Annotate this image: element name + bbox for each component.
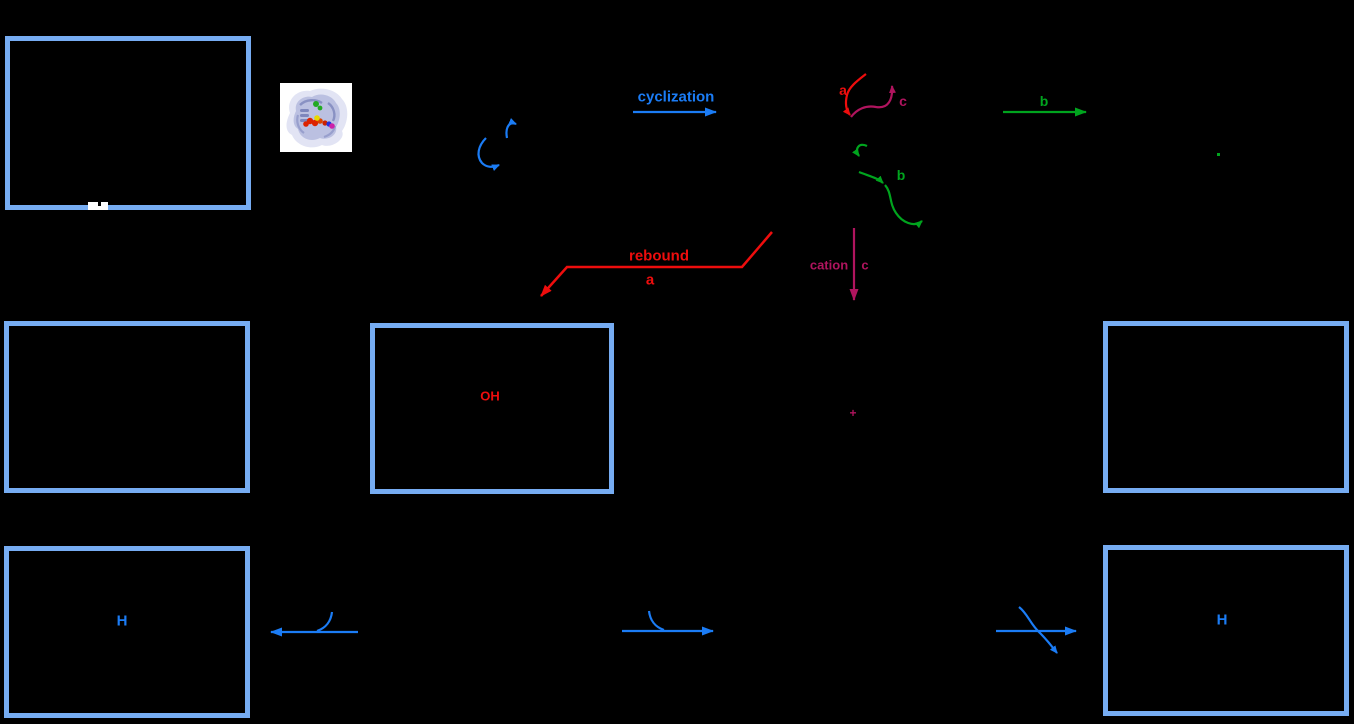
artifact-notch [98,202,101,206]
h-atom-left-label: H [116,612,128,630]
cyclization-label: cyclization [637,88,715,106]
box-top-left-intermediate [5,36,251,210]
box-middle-left-product [4,321,250,493]
path-c-label: c [899,93,907,109]
bottom-left-curl [316,611,334,633]
path-a-curl-arrow [842,73,867,116]
bottom-right-s-curl [1018,606,1058,654]
box-bottom-left-product [4,546,250,718]
carbocation-plus-label: + [849,406,857,420]
white-label-artifact [88,202,108,210]
path-b-hook-arrow [852,143,868,157]
oh-group-label: OH [480,388,500,404]
cation-c-label: c [861,257,869,273]
substrate-curl-arrow-2 [477,137,500,171]
substrate-curl-arrow-1 [505,118,517,139]
path-b-curl-arrow-2 [884,184,923,229]
path-c-curl-arrow [850,85,896,118]
rebound-label: rebound [629,247,689,265]
bottom-middle-curl [647,610,665,632]
box-middle-right-product [1103,321,1349,493]
cation-label: cation [809,257,849,273]
protein-structure-image [280,83,352,152]
green-speck [1217,153,1220,156]
path-b-curl-arrow-1 [858,170,884,184]
path-a-label: a [839,82,847,98]
h-atom-right-label: H [1216,611,1228,629]
box-middle-center-product [370,323,614,494]
box-bottom-right-product [1103,545,1349,716]
rebound-a-label: a [645,271,655,289]
pathway-b-label: b [1039,93,1049,109]
path-b-mid-label: b [896,167,906,183]
rebound-arrow [540,231,773,297]
bound-ligand-atoms [303,101,335,129]
